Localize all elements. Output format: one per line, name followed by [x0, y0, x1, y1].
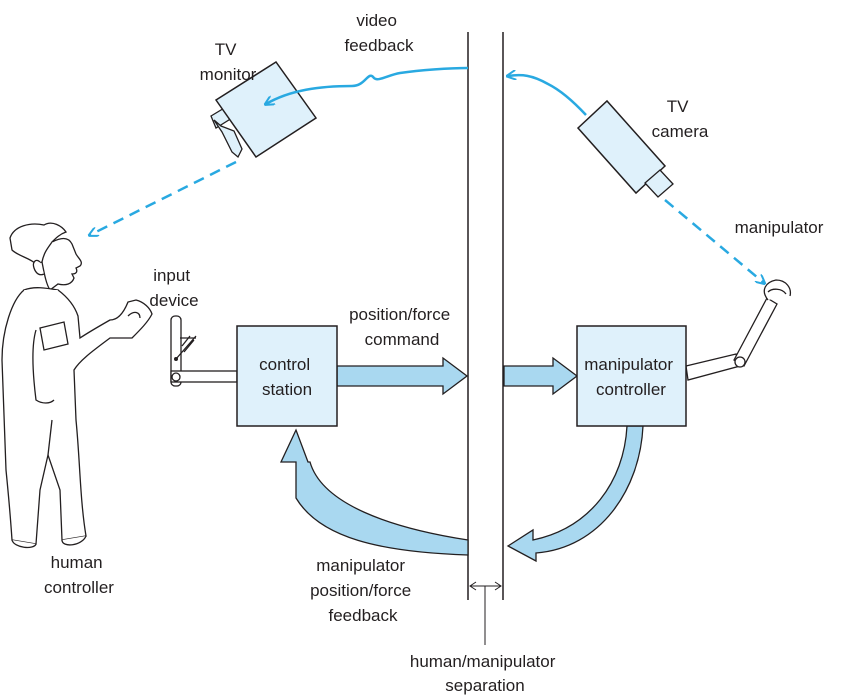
camera-view-arrow: [664, 199, 764, 283]
command-arrow-right: [503, 356, 579, 396]
tv-camera-label: TV camera: [652, 97, 709, 141]
manipulator-controller-box: [576, 325, 687, 427]
joystick-icon: [170, 315, 238, 387]
control-station-box: [236, 325, 338, 427]
manipulator-controller-label: manipulator controller: [584, 355, 678, 399]
robot-arm-icon: [685, 279, 792, 381]
manipulator-label: manipulator: [735, 218, 824, 237]
monitor-view-arrow: [90, 160, 237, 235]
command-arrow-left: [336, 356, 469, 396]
human-controller-label: human controller: [44, 553, 114, 597]
camera-link-path: [508, 75, 587, 116]
feedback-arrow-right: [506, 425, 644, 563]
tv-monitor-label: TV monitor: [200, 40, 257, 84]
separation-label: human/manipulator separation: [410, 652, 560, 695]
separation-wall: [467, 32, 504, 645]
tv-camera-icon: [576, 99, 674, 198]
tv-monitor-icon: [210, 60, 318, 159]
control-station-label: control station: [259, 355, 315, 399]
human-operator-icon: [1, 222, 153, 549]
feedback-arrow-left: [279, 428, 469, 556]
position-force-command-label: position/force command: [349, 305, 455, 349]
video-feedback-path: [266, 66, 469, 104]
feedback-label: manipulator position/force feedback: [310, 556, 416, 625]
video-feedback-label: video feedback: [345, 11, 414, 55]
input-device-label: input device: [149, 266, 198, 310]
